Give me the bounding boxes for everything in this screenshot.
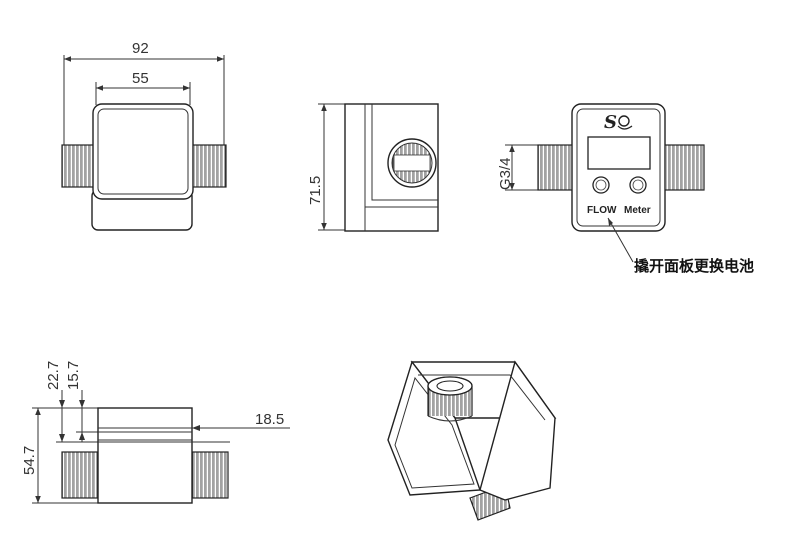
meter-meter-label: Meter	[624, 205, 651, 216]
meter-flow-label: FLOW	[587, 205, 617, 216]
top-depth-label: 54.7	[21, 446, 38, 475]
right-thread	[189, 144, 227, 188]
front-body-width-label: 55	[132, 70, 149, 87]
iso-front-face	[387, 360, 481, 496]
iso-port-inner	[436, 380, 464, 392]
side-view	[318, 103, 439, 232]
top-dim-b-label: 15.7	[65, 361, 82, 390]
svg-text:S: S	[604, 112, 617, 133]
front-overall-width-label: 92	[132, 40, 149, 57]
isometric-view	[387, 360, 557, 521]
top-offset-label: 18.5	[255, 411, 284, 428]
lcd-display	[587, 136, 651, 170]
meter-button-left	[592, 176, 610, 194]
iso-right-face	[479, 360, 556, 501]
top-view	[32, 390, 290, 504]
side-height-label: 71.5	[307, 176, 324, 205]
front-view	[61, 55, 227, 231]
meter-view: S	[505, 103, 705, 263]
left-thread	[61, 144, 97, 188]
meter-button-right	[629, 176, 647, 194]
top-dim-a-label: 22.7	[45, 361, 62, 390]
callout-note: 撬开面板更换电池	[634, 257, 754, 275]
front-body	[92, 103, 194, 200]
callout-leader	[607, 217, 634, 263]
brand-logo: S	[604, 112, 633, 133]
meter-thread-label: G3/4	[497, 157, 514, 190]
